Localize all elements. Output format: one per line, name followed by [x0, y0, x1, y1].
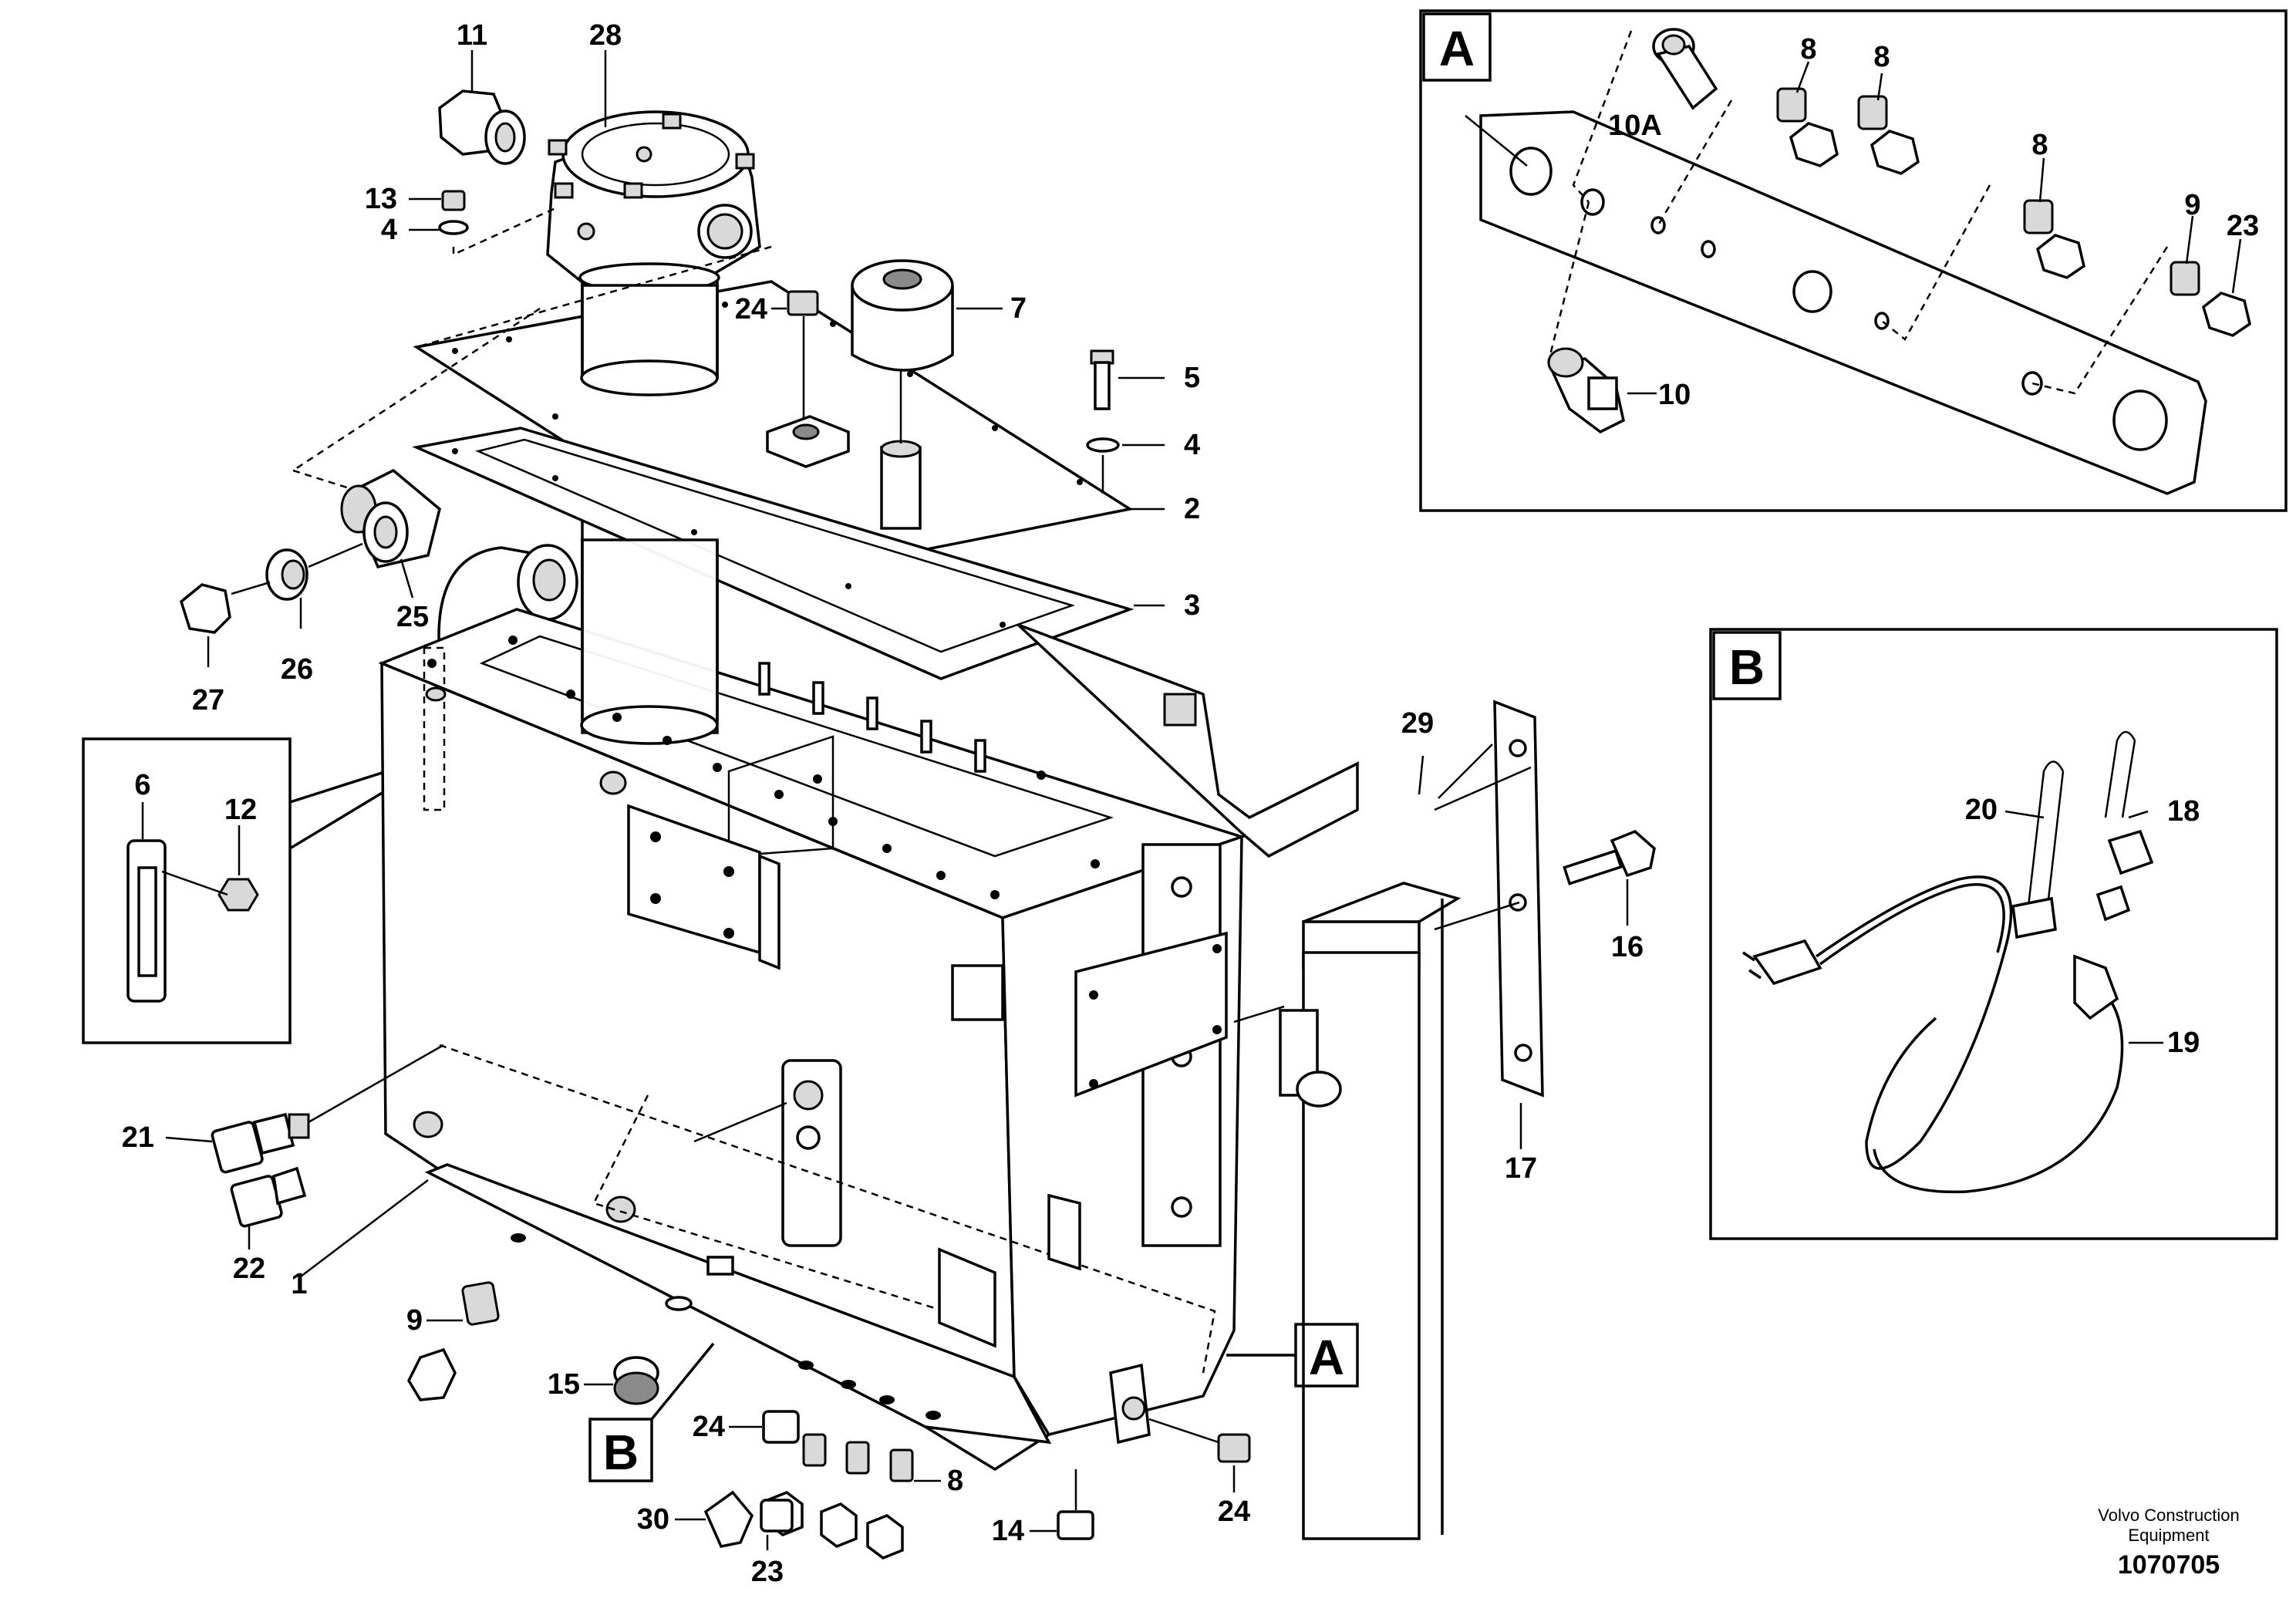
- fitting-10: [1547, 347, 1626, 434]
- detail-box-b: B 20 18 19: [1709, 628, 2278, 1240]
- callout-9: 9: [2184, 189, 2200, 221]
- callout-8: 8: [1800, 33, 1816, 66]
- company-line-1: Volvo Construction: [2098, 1506, 2239, 1525]
- callout-14: 14: [992, 1515, 1024, 1547]
- callout-28: 28: [589, 19, 622, 52]
- temperature-sensor-22: 22: [230, 1166, 307, 1285]
- callout-18: 18: [2167, 795, 2200, 828]
- callout-26: 26: [281, 653, 313, 686]
- fitting-23-a: [2201, 292, 2251, 337]
- fittings-8-bottom: 8: [766, 1433, 963, 1560]
- callout-5: 5: [1184, 362, 1200, 394]
- callout-7: 7: [1010, 292, 1027, 325]
- callout-3: 3: [1184, 589, 1200, 622]
- power-plug: [1742, 939, 1822, 986]
- washer-4: [438, 220, 469, 235]
- fitting-9-b: 9: [406, 1281, 500, 1401]
- callout-17: 17: [1505, 1152, 1537, 1185]
- callout-22: 22: [233, 1253, 265, 1285]
- ref-b-label: B: [603, 1425, 639, 1480]
- callout-23: 23: [751, 1556, 784, 1588]
- frame-members: 17 16 29: [1017, 623, 1656, 1540]
- callout-8: 8: [947, 1465, 963, 1497]
- fitting-25-26-27: 25 26 27: [179, 468, 441, 717]
- nut-13: [441, 190, 466, 211]
- gasket: [412, 427, 1135, 680]
- callout-1: 1: [291, 1268, 307, 1300]
- detail-inset-handle: 6 12: [82, 737, 448, 1044]
- callout-24: 24: [735, 293, 767, 325]
- callout-13: 13: [365, 183, 397, 215]
- callout-27: 27: [192, 684, 224, 717]
- callout-11: 11: [457, 19, 487, 52]
- callout-21: 21: [122, 1121, 154, 1154]
- callout-15: 15: [548, 1368, 580, 1401]
- hydraulic-tank: [378, 538, 1246, 1472]
- fitting-8-b: [1857, 95, 1920, 175]
- callout-19: 19: [2167, 1027, 2200, 1059]
- nut-23: 23: [751, 1499, 794, 1588]
- ref-box-a: A: [1226, 1323, 1359, 1388]
- drain-15: 15: [548, 1356, 659, 1405]
- callout-10: 10: [1658, 379, 1691, 411]
- bolt-5: 5 4 2 3: [1086, 349, 1200, 622]
- plug-24-top: 24: [735, 290, 850, 468]
- callout-6: 6: [134, 769, 150, 801]
- callout-30: 30: [637, 1503, 669, 1536]
- drain-14: 14: [992, 1469, 1094, 1547]
- company-line-2: Equipment: [2128, 1526, 2209, 1545]
- title-block: Volvo Construction Equipment 1070705: [2098, 1506, 2239, 1580]
- plug-24-bottom-left: 24: [693, 1410, 800, 1444]
- callout-20: 20: [1965, 794, 1998, 826]
- callout-23: 23: [2227, 210, 2259, 242]
- callout-2: 2: [1184, 493, 1200, 525]
- callout-24: 24: [693, 1411, 725, 1443]
- callout-24: 24: [1218, 1496, 1250, 1528]
- box-a-label: A: [1439, 21, 1475, 76]
- fitting-9-a: [2170, 261, 2200, 296]
- fitting-8-a: [1776, 87, 1839, 167]
- callout-29: 29: [1401, 707, 1434, 740]
- ref-a-label: A: [1309, 1330, 1344, 1385]
- temperature-sensor-21: 21: [122, 1044, 444, 1174]
- box-b-label: B: [1729, 639, 1765, 695]
- detail-box-a: A: [1419, 9, 2288, 512]
- breather-7: 7: [851, 259, 1027, 530]
- callout-8: 8: [1873, 41, 1890, 73]
- callout-12: 12: [224, 794, 257, 826]
- callout-8: 8: [2031, 129, 2048, 161]
- callout-16: 16: [1611, 931, 1644, 963]
- callout-4: 4: [381, 214, 397, 246]
- fitting-8-c: [2023, 199, 2085, 279]
- callout-9: 9: [406, 1304, 423, 1337]
- elbow-30: 30: [637, 1490, 754, 1548]
- fitting-11: 11: [438, 19, 526, 165]
- drawing-number: 1070705: [2118, 1550, 2220, 1580]
- callout-10a: 10A: [1608, 110, 1662, 142]
- callout-4: 4: [1184, 429, 1200, 461]
- fitting-10a: [1652, 28, 1718, 110]
- plug-24-bottom-right: 24: [1148, 1418, 1251, 1528]
- callout-25: 25: [396, 601, 429, 633]
- ref-box-b: B: [588, 1342, 715, 1482]
